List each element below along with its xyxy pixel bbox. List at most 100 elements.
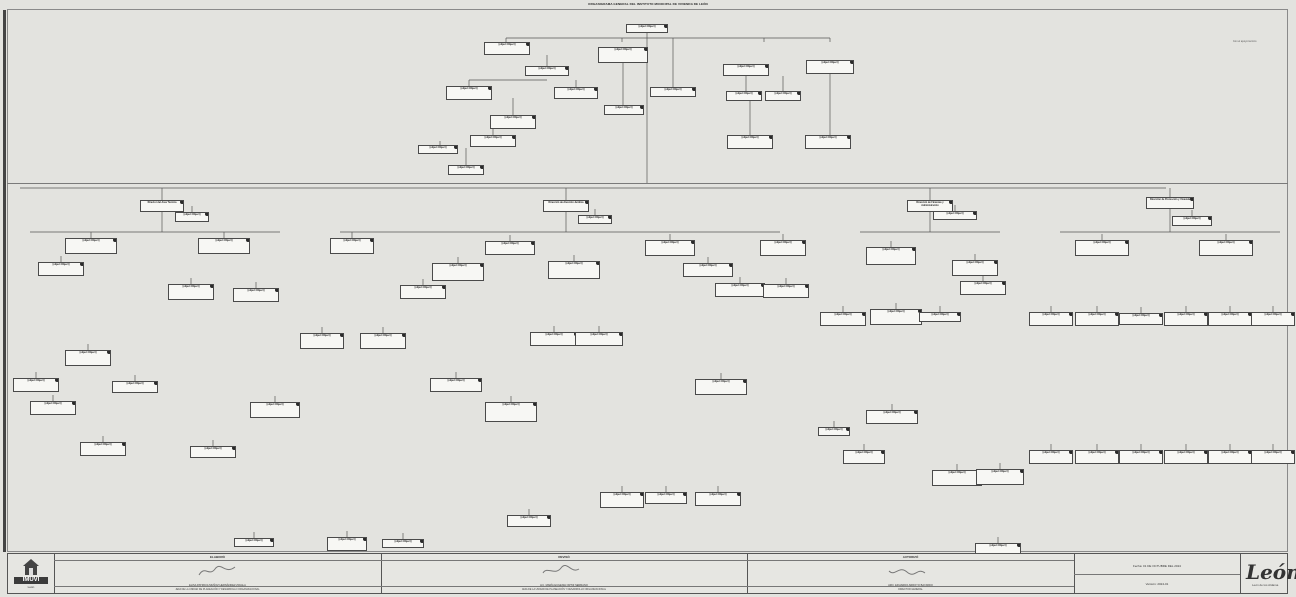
- org-node-label: [object Object]: [82, 239, 100, 242]
- position-marker-icon: [565, 67, 568, 70]
- position-marker-icon: [797, 92, 800, 95]
- position-marker-icon: [1248, 313, 1251, 316]
- org-node-label: [object Object]: [615, 106, 633, 109]
- area-position-box: [object Object]: [960, 281, 1006, 295]
- footer-signature-block: IMUVI León ELABORÓ ELISA PATRICIA MUÑOZ …: [7, 553, 1296, 594]
- position-marker-icon: [862, 313, 865, 316]
- upper-position-box: [object Object]: [765, 91, 801, 101]
- area-head-box: Dirección de Atención Jurídica: [543, 200, 589, 212]
- area-position-box: [object Object]: [645, 492, 687, 504]
- position-marker-icon: [512, 136, 515, 139]
- org-node-label: [object Object]: [821, 61, 839, 64]
- city-logo-word: León: [1246, 560, 1296, 584]
- org-node-label: [object Object]: [449, 264, 467, 267]
- position-marker-icon: [973, 212, 976, 215]
- area-position-box: [object Object]: [866, 410, 918, 424]
- org-node-label: [object Object]: [447, 379, 465, 382]
- org-node-label: [object Object]: [313, 334, 331, 337]
- area-position-box: [object Object]: [932, 470, 982, 486]
- position-marker-icon: [1291, 313, 1294, 316]
- position-marker-icon: [737, 493, 740, 496]
- position-marker-icon: [765, 65, 768, 68]
- upper-note: Con el apoyo técnico: [1233, 40, 1257, 43]
- area-head-box: Dirección de Finanzas y Administración: [907, 200, 953, 212]
- position-marker-icon: [547, 516, 550, 519]
- org-node-label: [object Object]: [44, 402, 62, 405]
- org-node-label: [object Object]: [1264, 451, 1282, 454]
- area-position-box: [object Object]: [1251, 312, 1295, 326]
- position-marker-icon: [296, 403, 299, 406]
- position-marker-icon: [480, 166, 483, 169]
- position-marker-icon: [608, 216, 611, 219]
- position-marker-icon: [113, 239, 116, 242]
- org-node-label: [object Object]: [825, 428, 843, 431]
- position-marker-icon: [363, 538, 366, 541]
- area-position-box: [object Object]: [13, 378, 59, 392]
- org-node-label: [object Object]: [1132, 314, 1150, 317]
- area-position-box: [object Object]: [1208, 450, 1252, 464]
- area-position-box: [object Object]: [1208, 312, 1252, 326]
- position-marker-icon: [769, 136, 772, 139]
- org-node-label: [object Object]: [948, 471, 966, 474]
- org-node-label: [object Object]: [1088, 313, 1106, 316]
- position-marker-icon: [1020, 470, 1023, 473]
- signature-heading: REVISÓ: [381, 555, 747, 561]
- position-marker-icon: [340, 334, 343, 337]
- area-position-box: [object Object]: [1029, 312, 1073, 326]
- position-marker-icon: [232, 447, 235, 450]
- position-marker-icon: [275, 289, 278, 292]
- position-marker-icon: [107, 351, 110, 354]
- position-marker-icon: [729, 264, 732, 267]
- org-node-label: [object Object]: [1264, 313, 1282, 316]
- area-position-box: [object Object]: [400, 285, 446, 299]
- document-title: ORGANIGRAMA GENERAL DEL INSTITUTO MUNICI…: [588, 2, 708, 6]
- area-position-box: [object Object]: [933, 211, 977, 220]
- position-marker-icon: [526, 43, 529, 46]
- area-position-box: [object Object]: [485, 402, 537, 422]
- area-position-box: [object Object]: [198, 238, 250, 254]
- position-marker-icon: [918, 310, 921, 313]
- position-marker-icon: [532, 116, 535, 119]
- area-position-box: [object Object]: [300, 333, 344, 349]
- org-node-label: [object Object]: [204, 447, 222, 450]
- position-marker-icon: [596, 262, 599, 265]
- position-marker-icon: [881, 451, 884, 454]
- area-position-box: [object Object]: [1075, 312, 1119, 326]
- position-marker-icon: [850, 61, 853, 64]
- area-position-box: [object Object]: [820, 312, 866, 326]
- org-node-label: [object Object]: [774, 241, 792, 244]
- org-node-label: [object Object]: [664, 88, 682, 91]
- area-position-box: [object Object]: [683, 263, 733, 277]
- position-marker-icon: [1159, 451, 1162, 454]
- position-marker-icon: [644, 48, 647, 51]
- org-node-label: [object Object]: [855, 451, 873, 454]
- org-node-label: [object Object]: [741, 136, 759, 139]
- signature-column-reviso: REVISÓ LIC. MARÍA EUGENIA ORTIZ SERRANO …: [381, 554, 748, 593]
- org-node-label: [object Object]: [520, 516, 538, 519]
- upper-position-box: [object Object]: [525, 66, 569, 76]
- area-position-box: [object Object]: [1251, 450, 1295, 464]
- area-position-box: [object Object]: [600, 492, 644, 508]
- position-marker-icon: [1248, 451, 1251, 454]
- position-marker-icon: [691, 241, 694, 244]
- logo-subtext: León: [27, 585, 35, 589]
- position-marker-icon: [154, 382, 157, 385]
- position-marker-icon: [454, 146, 457, 149]
- logo-text: IMUVI: [14, 577, 48, 584]
- area-position-box: [object Object]: [866, 247, 916, 265]
- org-node-label: [object Object]: [545, 333, 563, 336]
- org-node-label: [object Object]: [735, 92, 753, 95]
- upper-position-box: [object Object]: [448, 165, 484, 175]
- org-node-label: [object Object]: [966, 261, 984, 264]
- position-marker-icon: [640, 493, 643, 496]
- area-position-box: [object Object]: [1172, 216, 1212, 226]
- position-marker-icon: [246, 239, 249, 242]
- document-date: Fecha: 01 DE OCTUBRE DEL 2024: [1133, 564, 1181, 568]
- area-position-box: [object Object]: [175, 212, 209, 222]
- org-node-label: [object Object]: [709, 493, 727, 496]
- area-position-box: [object Object]: [507, 515, 551, 527]
- upper-position-box: [object Object]: [650, 87, 696, 97]
- position-marker-icon: [1125, 241, 1128, 244]
- org-node-label: [object Object]: [460, 87, 478, 90]
- position-marker-icon: [72, 402, 75, 405]
